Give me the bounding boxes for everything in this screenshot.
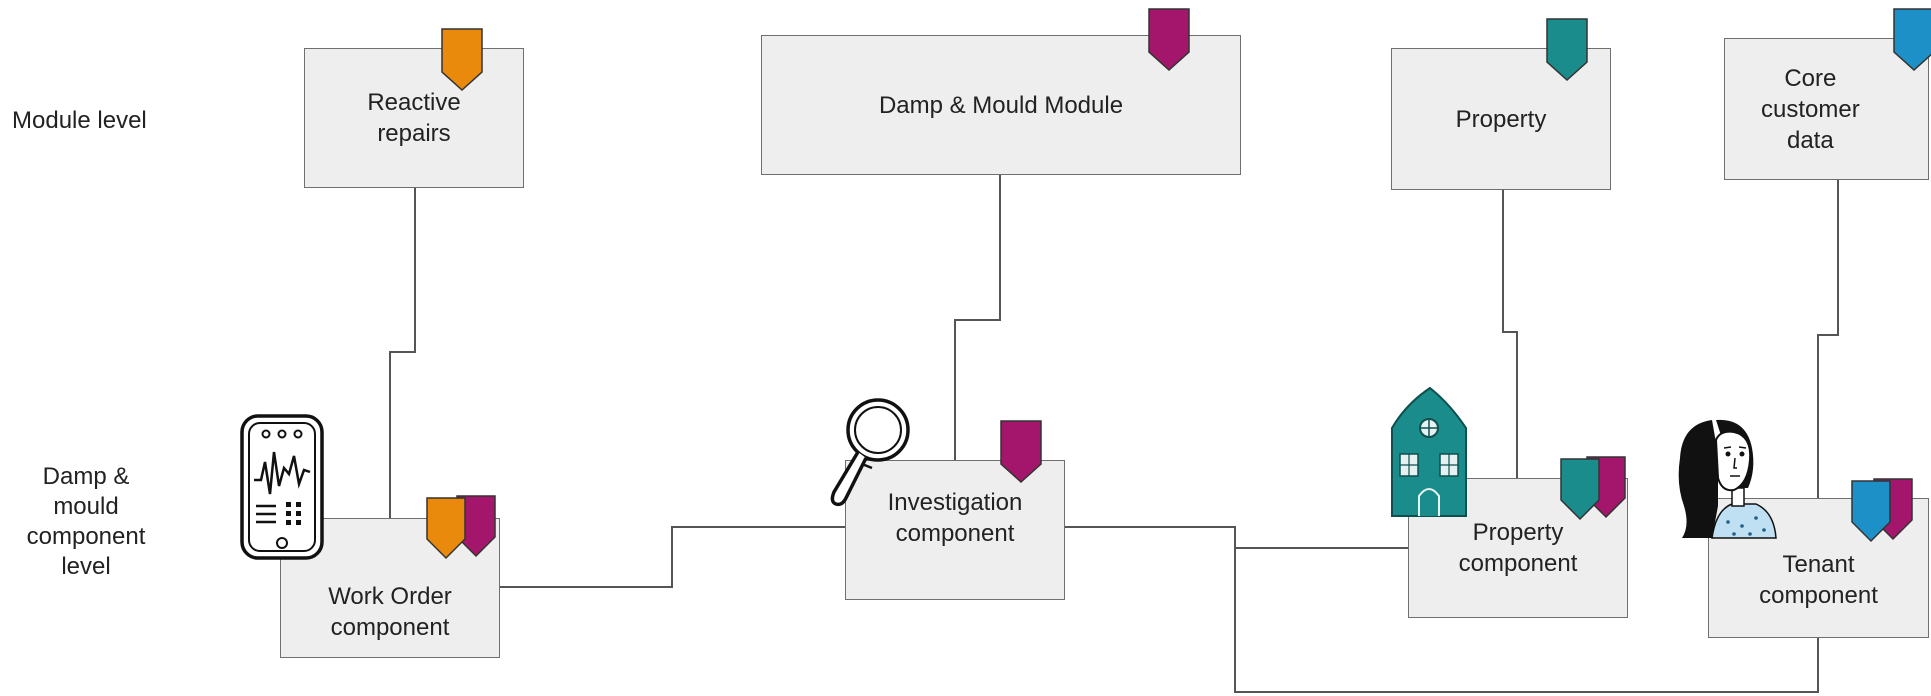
component-tenant-label: Tenant component [1759, 551, 1878, 609]
tag-core-blue-icon [1893, 8, 1931, 72]
tag-reactive-orange-icon [441, 28, 483, 92]
connector-property-to-propertycomp [1502, 190, 1518, 478]
house-icon [1391, 386, 1467, 517]
tag-tenant-blue-icon [1851, 480, 1891, 543]
module-damp-mould-label: Damp & Mould Module [878, 91, 1124, 119]
tag-investigation-magenta-icon [1000, 420, 1042, 484]
module-core-customer-data-label: Core customer data [1761, 64, 1860, 154]
component-investigation: Investigation component [845, 460, 1065, 600]
connector-damp-to-investigation [954, 175, 1001, 460]
connector-workorder-to-investigation [500, 526, 845, 588]
connector-core-to-tenant [1817, 180, 1839, 498]
module-property-label: Property [1455, 105, 1547, 133]
connector-investigation-to-property [1065, 526, 1408, 549]
component-level-label: Damp & mould component level [26, 463, 146, 580]
module-reactive-repairs: Reactive repairs [304, 48, 524, 188]
tag-workorder-orange-icon [426, 497, 466, 560]
component-investigation-label: Investigation component [887, 489, 1023, 547]
tag-property-teal-icon [1546, 18, 1588, 82]
module-core-customer-data: Core customer data [1724, 38, 1929, 180]
tablet-chart-icon [240, 414, 324, 560]
component-property-label: Property component [1458, 519, 1578, 577]
module-level-label: Module level [12, 107, 147, 134]
magnifying-glass-icon [830, 398, 910, 507]
woman-avatar-icon [1678, 419, 1777, 539]
component-work-order-label: Work Order component [328, 583, 452, 641]
connector-reactive-to-workorder [389, 188, 416, 518]
tag-damp-magenta-icon [1148, 8, 1190, 72]
module-reactive-repairs-label: Reactive repairs [367, 89, 461, 147]
tag-propertycomp-teal-icon [1560, 458, 1600, 521]
